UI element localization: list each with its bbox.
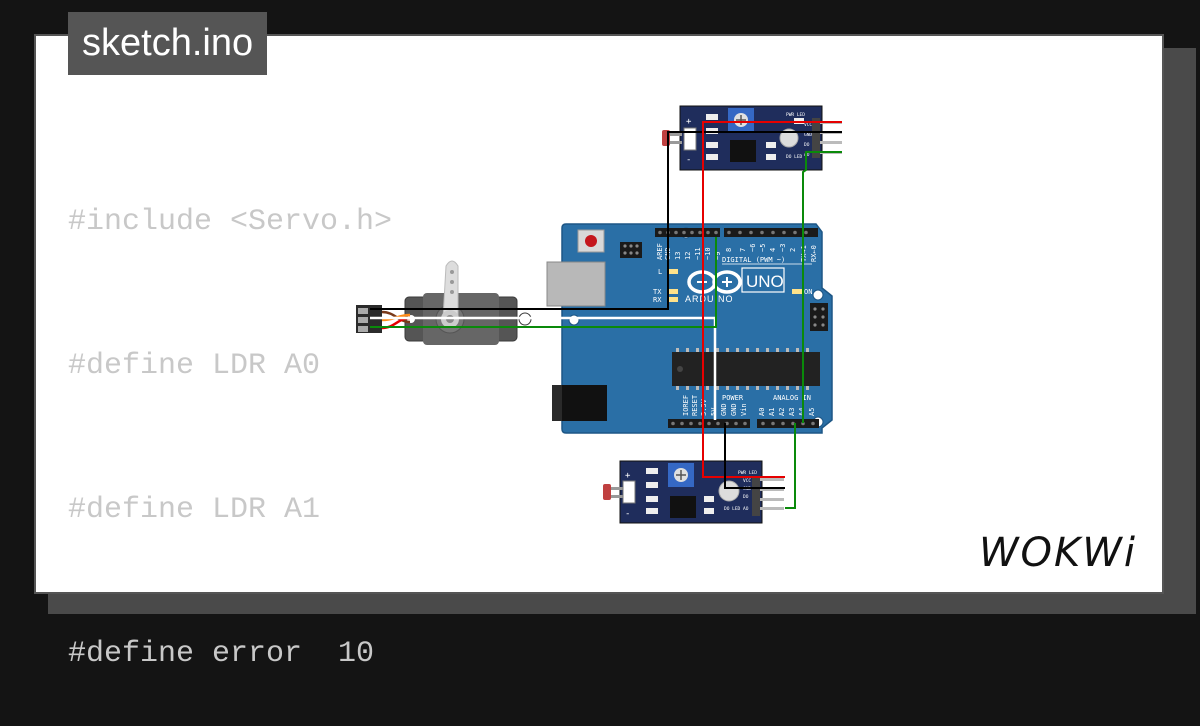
- power-header-label: POWER: [722, 394, 744, 402]
- pin-label: AO: [743, 506, 749, 512]
- servo-motor[interactable]: [356, 260, 532, 345]
- pin-label: GND: [804, 132, 812, 138]
- led-label: TX: [653, 288, 662, 296]
- wire-green: [785, 423, 796, 509]
- pin-label: ~3: [779, 244, 787, 252]
- wire-black: [724, 423, 785, 489]
- svg-text:-: -: [625, 509, 630, 519]
- ldr-module-bottom[interactable]: + - PWR LED DO LED VCC GND DO AO: [603, 460, 784, 524]
- led-label: DO LED: [786, 154, 803, 160]
- usb-port: [546, 261, 606, 307]
- pin-label: IOREF: [682, 395, 690, 416]
- wires: [370, 121, 842, 509]
- pin-label: A1: [768, 408, 776, 416]
- pin-label: 2: [789, 248, 797, 252]
- code-line: #define error 10: [68, 637, 375, 671]
- on-label: ON: [804, 288, 812, 296]
- pin-label: ~10: [704, 247, 712, 260]
- pin-label: 12: [684, 252, 692, 260]
- pin-label: A5: [808, 408, 816, 416]
- pin-label: A3: [788, 408, 796, 416]
- pin-label: GND: [720, 403, 728, 416]
- wire-green: [370, 237, 717, 328]
- pin-label: GND: [730, 403, 738, 416]
- pin-label: ~9: [714, 252, 722, 260]
- pin-label: DO: [804, 142, 810, 148]
- wire-green: [802, 151, 842, 423]
- pin-label: ~6: [749, 244, 757, 252]
- wokwi-logo[interactable]: WOKWi: [975, 522, 1155, 582]
- analog-header-label: ANALOG IN: [773, 394, 811, 402]
- pin-label: Vin: [740, 403, 748, 416]
- board-model: UNO: [746, 272, 784, 291]
- pin-label: ~11: [694, 247, 702, 260]
- code-line: #include <Servo.h>: [68, 205, 393, 239]
- pin-label: DO: [743, 494, 749, 500]
- wire-red: [702, 121, 842, 478]
- led-label: PWR LED: [786, 112, 805, 118]
- svg-text:-: -: [686, 155, 691, 165]
- logo-text: WOKWi: [979, 530, 1137, 576]
- led-label: PWR LED: [738, 470, 757, 476]
- pin-label: 4: [769, 248, 777, 252]
- pin-label: RX←0: [810, 245, 818, 262]
- wire-black: [370, 131, 842, 310]
- led-label: L: [658, 268, 662, 276]
- svg-text:+: +: [625, 471, 631, 481]
- code-line: #define LDR A1: [68, 493, 321, 527]
- circuit-diagram: AREF GND 13 12 ~11 ~10 ~9 8 7 ~6 ~5 4 ~3…: [356, 105, 842, 524]
- pin-label: 13: [674, 252, 682, 260]
- arduino-uno-board[interactable]: AREF GND 13 12 ~11 ~10 ~9 8 7 ~6 ~5 4 ~3…: [546, 223, 833, 434]
- pin-label: VCC: [743, 478, 751, 484]
- file-tab[interactable]: sketch.ino: [68, 12, 268, 75]
- microcontroller-chip: [672, 352, 820, 386]
- pin-label: 7: [739, 248, 747, 252]
- pin-label: A2: [778, 408, 786, 416]
- svg-text:+: +: [686, 117, 692, 127]
- pin-label: RESET: [691, 394, 699, 416]
- wokwi-logo-mark: WOKWi: [979, 530, 1137, 576]
- board-brand: ARDUINO: [685, 294, 734, 304]
- pin-label: VCC: [804, 122, 812, 128]
- led-label: RX: [653, 296, 662, 304]
- pin-label: ~5: [759, 244, 767, 252]
- code-line: #define LDR A0: [68, 349, 321, 383]
- digital-header-label: DIGITAL (PWM ~): [722, 256, 785, 264]
- pin-label: AREF: [656, 243, 664, 260]
- pin-label: 8: [725, 248, 733, 252]
- led-label: DO LED: [724, 506, 741, 512]
- ldr-module-top[interactable]: + - PWR LED DO LED VCC GND DO AO: [662, 105, 842, 171]
- pin-label: A0: [758, 408, 766, 416]
